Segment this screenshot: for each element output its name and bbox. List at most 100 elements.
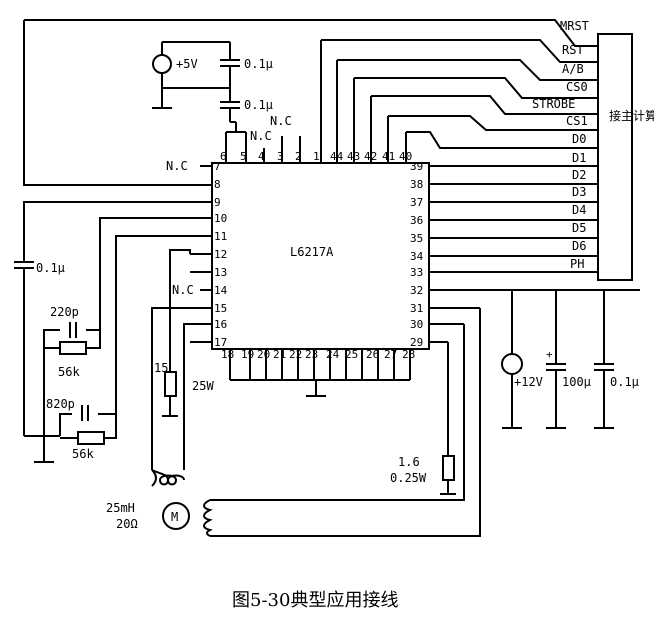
- svg-text:CS0: CS0: [566, 80, 588, 94]
- svg-text:15: 15: [214, 302, 227, 315]
- cap-top1-label: 0.1μ: [244, 57, 273, 71]
- svg-text:34: 34: [410, 250, 424, 263]
- svg-text:D2: D2: [572, 168, 586, 182]
- svg-text:44: 44: [330, 150, 344, 163]
- svg-text:28: 28: [402, 348, 415, 361]
- svg-text:38: 38: [410, 178, 423, 191]
- bottom-pin-numbers: 18 19 20 21 22 23 24 25 26 27 28: [221, 348, 415, 361]
- nc-label-left1: N.C: [166, 159, 188, 173]
- winding-a-wiring: [151, 249, 191, 487]
- svg-text:17: 17: [214, 336, 227, 349]
- svg-text:9: 9: [214, 196, 221, 209]
- svg-text:37: 37: [410, 196, 423, 209]
- svg-text:18: 18: [221, 348, 234, 361]
- nc-label-left2: N.C: [172, 283, 194, 297]
- motor-r-label: 20Ω: [116, 517, 138, 531]
- svg-text:33: 33: [410, 266, 423, 279]
- svg-text:25: 25: [345, 348, 358, 361]
- svg-text:22: 22: [289, 348, 302, 361]
- svg-text:8: 8: [214, 178, 221, 191]
- svg-text:CS1: CS1: [566, 114, 588, 128]
- sense-res-w-label: 0.25W: [390, 471, 427, 485]
- svg-text:26: 26: [366, 348, 379, 361]
- svg-text:10: 10: [214, 212, 227, 225]
- motor-m-label: M: [171, 510, 178, 524]
- svg-text:40: 40: [399, 150, 412, 163]
- svg-text:29: 29: [410, 336, 423, 349]
- left-pin-numbers: 7 8 9 10 11 12 13 14 15 16 17: [214, 160, 228, 349]
- host-computer-label: 接主计算机: [609, 108, 654, 123]
- motor-l-label: 25mH: [106, 501, 135, 515]
- svg-text:19: 19: [241, 348, 254, 361]
- motor-symbol: [162, 502, 190, 530]
- svg-text:PH: PH: [570, 257, 584, 271]
- left-rc-networks: [14, 201, 190, 463]
- svg-text:D3: D3: [572, 185, 586, 199]
- top-pin-lines: [225, 40, 407, 163]
- right-pin-numbers: 39 38 37 36 35 34 33 32 31 30 29: [410, 160, 424, 349]
- svg-text:31: 31: [410, 302, 423, 315]
- svg-text:MRST: MRST: [560, 19, 589, 33]
- nc-label-top1: N.C: [270, 114, 292, 128]
- top-bus-lines: [24, 19, 598, 149]
- svg-text:24: 24: [326, 348, 340, 361]
- left-pin-lines: [190, 165, 212, 343]
- bottom-pin-lines: [229, 349, 411, 397]
- svg-text:16: 16: [214, 318, 227, 331]
- svg-text:23: 23: [305, 348, 318, 361]
- left-cap-label: 0.1μ: [36, 261, 65, 275]
- host-computer-box: [597, 33, 633, 281]
- res15-w-label: 25W: [192, 379, 214, 393]
- svg-text:36: 36: [410, 214, 423, 227]
- svg-text:5: 5: [240, 150, 247, 163]
- right-pin-lines: [429, 165, 640, 343]
- res15-label: 15: [154, 361, 168, 375]
- svg-text:D6: D6: [572, 239, 586, 253]
- svg-text:D0: D0: [572, 132, 586, 146]
- cap01-label: 0.1μ: [610, 375, 639, 389]
- rc1-cap-label: 220p: [50, 305, 79, 319]
- svg-text:RST: RST: [562, 43, 584, 57]
- svg-text:3: 3: [277, 150, 284, 163]
- svg-text:7: 7: [214, 160, 221, 173]
- supply-5v-label: +5V: [176, 57, 198, 71]
- svg-text:14: 14: [214, 284, 228, 297]
- figure-caption: 图5-30典型应用接线: [232, 590, 398, 611]
- plus-sign: +: [546, 348, 553, 361]
- top-pin-numbers: 6 5 4 3 2 1 44 43 42 41 40: [220, 150, 412, 163]
- svg-text:21: 21: [273, 348, 286, 361]
- rc2-cap-label: 820p: [46, 397, 75, 411]
- chip-label: L6217A: [290, 245, 334, 259]
- svg-text:2: 2: [295, 150, 302, 163]
- sense-res-label: 1.6: [398, 455, 420, 469]
- svg-text:41: 41: [382, 150, 395, 163]
- svg-text:6: 6: [220, 150, 227, 163]
- svg-text:4: 4: [258, 150, 265, 163]
- rc1-res-label: 56k: [58, 365, 80, 379]
- svg-text:A/B: A/B: [562, 62, 584, 76]
- supply-12v-network: [501, 290, 614, 429]
- svg-text:32: 32: [410, 284, 423, 297]
- svg-text:20: 20: [257, 348, 270, 361]
- svg-text:27: 27: [384, 348, 397, 361]
- cap-top2-label: 0.1μ: [244, 98, 273, 112]
- svg-text:30: 30: [410, 318, 423, 331]
- svg-text:D4: D4: [572, 203, 586, 217]
- svg-text:13: 13: [214, 266, 227, 279]
- svg-text:12: 12: [214, 248, 227, 261]
- svg-text:D5: D5: [572, 221, 586, 235]
- winding-b-wiring: [203, 308, 481, 537]
- rc2-res-label: 56k: [72, 447, 94, 461]
- svg-text:35: 35: [410, 232, 423, 245]
- svg-text:STROBE: STROBE: [532, 97, 575, 111]
- svg-text:42: 42: [364, 150, 377, 163]
- svg-text:1: 1: [313, 150, 320, 163]
- svg-text:接主计算机: 接主计算机: [609, 108, 654, 123]
- svg-text:D1: D1: [572, 151, 586, 165]
- bus-signal-labels: MRST RST A/B CS0 STROBE CS1 D0 D1 D2 D3 …: [532, 19, 589, 271]
- supply-12v-label: +12V: [514, 375, 543, 389]
- cap100-label: 100μ: [562, 375, 591, 389]
- mrst-feedback-wire: [23, 20, 212, 186]
- svg-text:11: 11: [214, 230, 227, 243]
